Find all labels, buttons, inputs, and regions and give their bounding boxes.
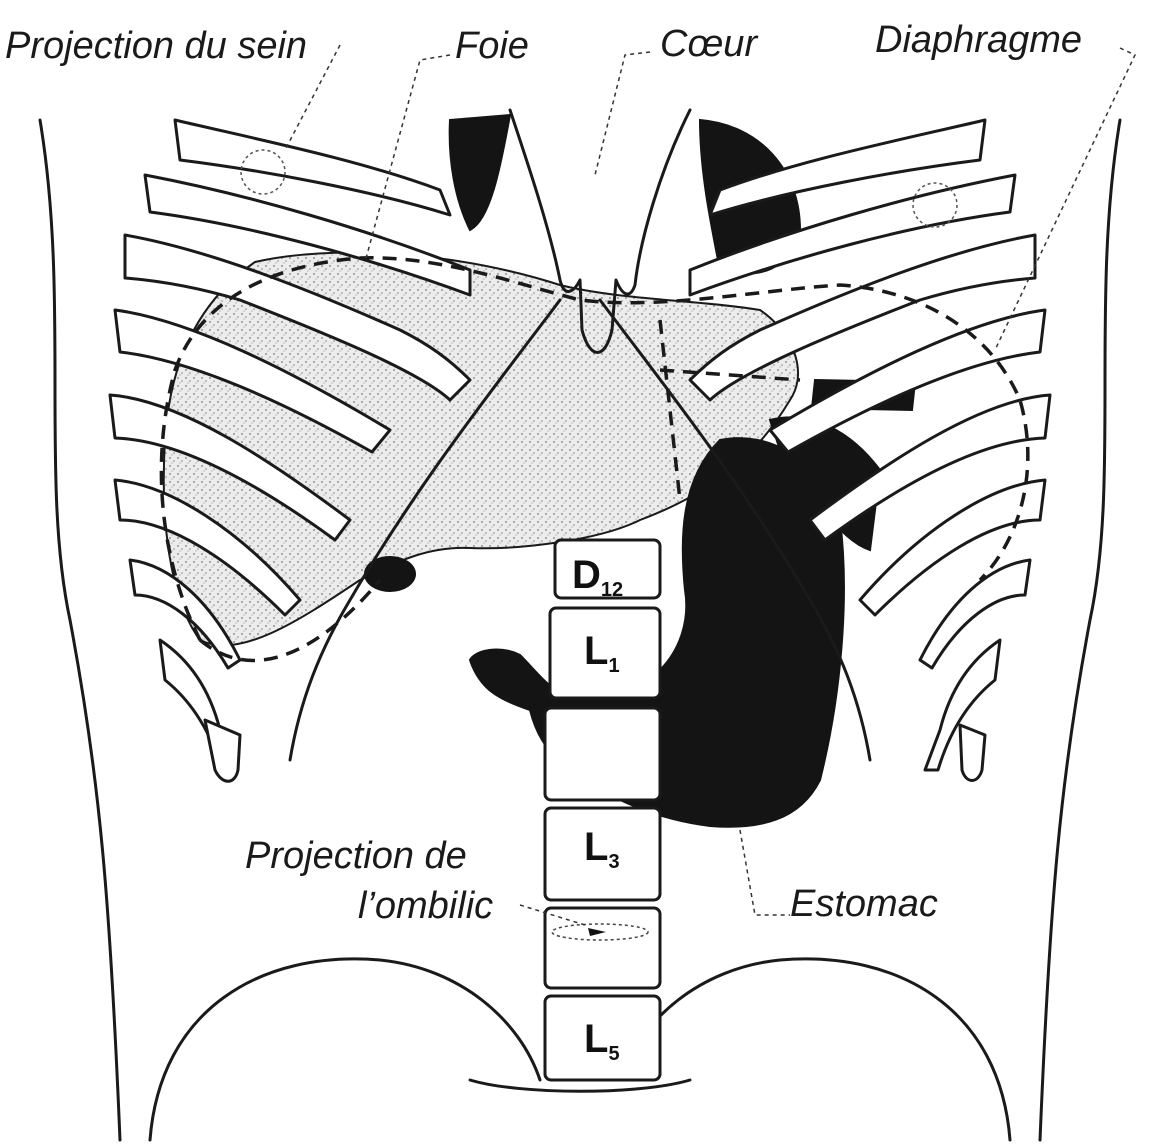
label-breast: Projection du sein — [5, 25, 307, 67]
label-diaphragm: Diaphragme — [875, 19, 1082, 61]
label-stomach: Estomac — [790, 883, 938, 925]
label-navel-line1: Projection de — [245, 835, 467, 877]
label-heart: Cœur — [660, 23, 758, 65]
label-navel-line2: l’ombilic — [358, 885, 493, 927]
label-liver: Foie — [455, 25, 529, 67]
vertebral-column — [545, 540, 660, 1080]
